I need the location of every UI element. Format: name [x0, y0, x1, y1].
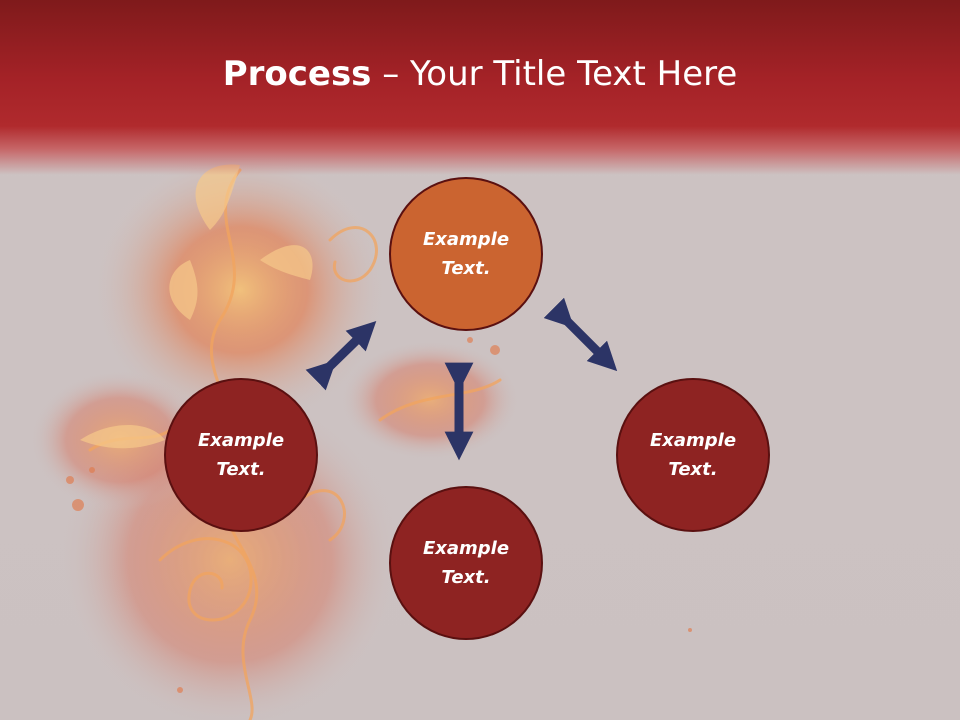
node-bottom-label: Example Text.: [422, 538, 510, 588]
process-node-right: Example Text.: [616, 378, 770, 532]
process-node-left: Example Text.: [164, 378, 318, 532]
header-band: [0, 0, 960, 175]
title-bold: Process: [222, 54, 372, 94]
node-left-label: Example Text.: [197, 430, 285, 480]
slide-title: Process – Your Title Text Here: [0, 52, 960, 96]
process-node-top: Example Text.: [389, 177, 543, 331]
node-top-label: Example Text.: [422, 229, 510, 279]
double-arrow-icon-top-right: [543, 297, 618, 372]
title-rest: – Your Title Text Here: [371, 54, 738, 94]
process-node-bottom: Example Text.: [389, 486, 543, 640]
double-arrow-icon-top-left: [305, 320, 377, 391]
node-right-label: Example Text.: [649, 430, 737, 480]
